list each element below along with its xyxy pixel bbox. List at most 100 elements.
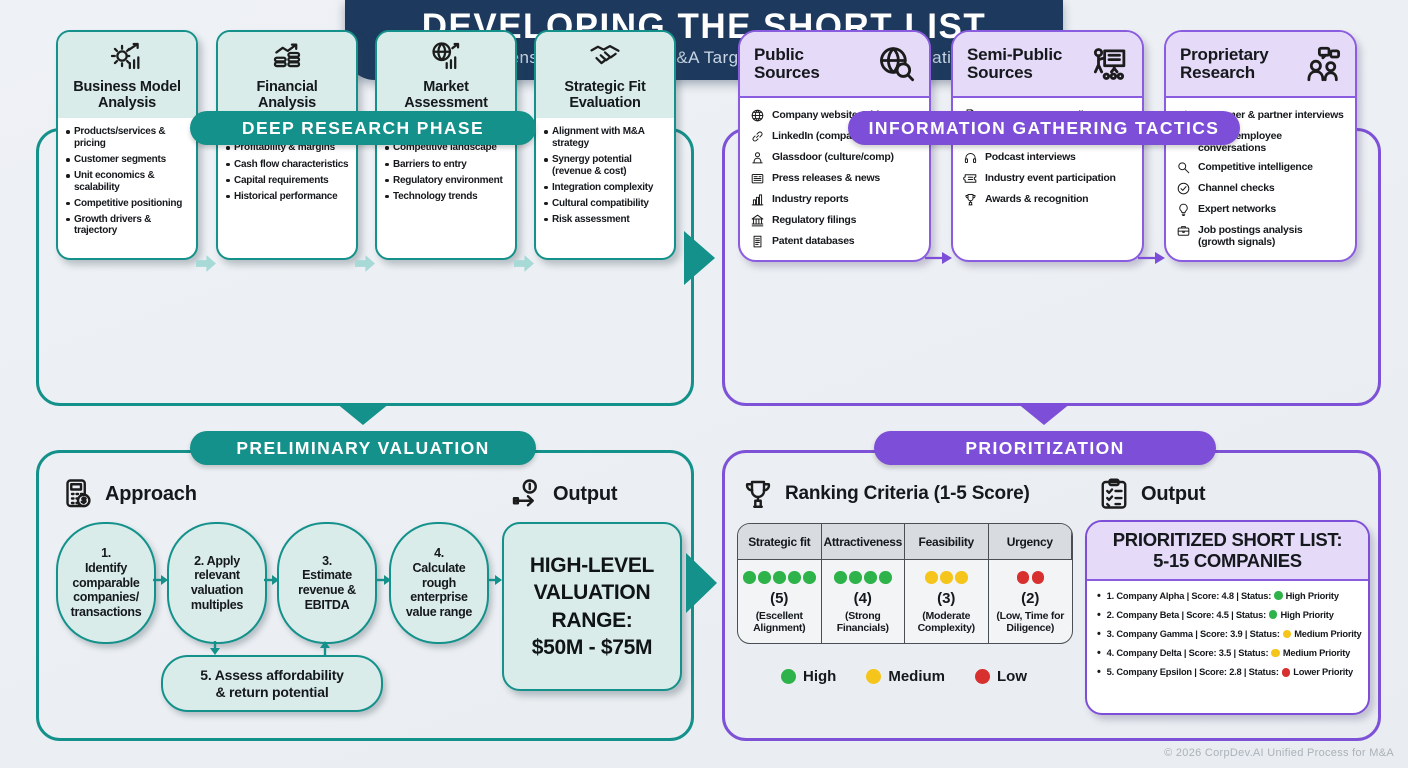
card-title: Strategic Fit Evaluation [564,79,646,111]
gear-chart-icon [109,39,145,73]
score-dot-icon [1031,571,1044,584]
analysis-point: Risk assessment [543,214,672,226]
score-note: (Escellent Alignment) [753,609,806,634]
legend-label: High [803,668,837,685]
source-item: Industry event participation [963,172,1136,186]
column-header: Urgency [988,524,1072,560]
score-dot-icon [758,571,771,584]
score-dot-icon [1016,571,1029,584]
arrow-right-icon [686,553,717,613]
source-item: Glassdoor (culture/comp) [750,151,923,165]
scroll-icon [750,234,765,249]
source-text: Expert networks [1198,203,1276,216]
column-header: Feasibility [905,524,989,560]
source-text: Industry reports [772,193,849,205]
valuation-step-5: 5. Assess affordability & return potenti… [161,655,383,712]
status-text: Lower Priority [1293,667,1354,678]
strategic-fit-card: Strategic Fit Evaluation Alignment with … [534,30,676,260]
analysis-point: Alignment with M&A strategy [543,126,672,149]
status-text: Medium Priority [1294,628,1362,639]
source-item: Expert networks [1176,203,1349,217]
score-value: (2) [1021,589,1040,607]
score-dot-icon [925,571,938,584]
ticket-icon [963,171,978,186]
status-text: High Priority [1280,609,1334,620]
status-text: High Priority [1285,590,1339,601]
status-dot-icon [1271,648,1280,658]
status-dot-icon [1282,629,1292,639]
card-header: Strategic Fit Evaluation [536,32,674,119]
status-dot-icon [1274,591,1283,600]
analysis-point: Synergy potential (revenue & cost) [543,154,672,177]
source-text: Channel checks [1198,182,1275,195]
connector-arrow-icon [1138,252,1165,264]
step-arrow-icon [264,575,279,585]
step-arrow-icon [376,575,391,585]
analysis-point: Unit economics & scalability [65,170,194,193]
market-assessment-card: Market Assessment Market size & growthCo… [375,30,517,260]
card-title: Business Model Analysis [73,79,181,111]
company-score-text: 4. Company Delta | Score: 3.5 | Status: [1106,648,1269,659]
connector-arrow-icon [925,252,952,264]
card-header: Public Sources [740,32,929,98]
door-icon [750,150,765,165]
card-title: Market Assessment [404,79,488,111]
interview-icon [1301,43,1343,85]
info-gathering-header: INFORMATION GATHERING TACTICS [848,111,1240,145]
card-header: Business Model Analysis [58,32,196,119]
score-note: (Moderate Complexity) [917,609,976,634]
money-arrow-icon [508,476,544,512]
shortlist-box: PRIORITIZED SHORT LIST: 5-15 COMPANIES 1… [1085,520,1370,715]
clipboard-icon [1096,476,1132,512]
analysis-point: Growth drivers & trajectory [65,214,194,237]
score-note: (Low, Time for Diligence) [996,609,1065,634]
analysis-point: Integration complexity [543,182,672,194]
score-dot-icon [773,571,786,584]
presentation-icon [1088,43,1130,85]
score-dot-icon [864,571,877,584]
trophy-icon [963,192,978,207]
company-score-text: 2. Company Beta | Score: 4.5 | Status: [1106,609,1267,620]
lightbulb-icon [1176,202,1191,217]
link-icon [750,129,765,144]
valuation-range-box: HIGH-LEVEL VALUATION RANGE: $50M - $75M [502,522,682,691]
source-text: Glassdoor (culture/comp) [772,151,894,163]
valuation-step-2: 2. Apply relevant valuation multiples [167,522,267,644]
score-dots [824,571,903,584]
arrow-down-icon [336,403,390,425]
legend-item: High [781,668,836,685]
legend-item: Low [975,668,1027,685]
deep-research-header: DEEP RESEARCH PHASE [190,111,536,145]
card-title: Financial Analysis [256,79,318,111]
arrow-down-icon [210,641,220,655]
source-item: Awards & recognition [963,193,1136,207]
score-cell: (4) (Strong Financials) [822,560,905,643]
score-dot-icon [879,571,892,584]
source-item: Channel checks [1176,182,1349,196]
source-item: Patent databases [750,235,923,249]
analysis-point: Competitive landscape [384,142,513,154]
card-header: Semi-Public Sources [953,32,1142,98]
card-header: Financial Analysis [218,32,356,119]
step-arrow-icon [153,575,168,585]
score-dot-icon [849,571,862,584]
source-item: Regulatory filings [750,214,923,228]
score-value: (3) [937,589,956,607]
analysis-point: Competitive positioning [65,198,194,210]
score-dots [740,571,819,584]
score-value: (4) [853,589,872,607]
score-dots [991,571,1071,584]
proprietary-research-card: Proprietary Research Customer & partner … [1164,30,1357,262]
step-arrow-icon [487,575,502,585]
coins-growth-icon [269,39,305,73]
score-dot-icon [940,571,953,584]
ranking-label: Ranking Criteria (1-5 Score) [785,483,1030,504]
source-text: Press releases & news [772,172,880,184]
source-text: Competitive intelligence [1198,161,1313,174]
arrow-up-icon [320,641,330,655]
card-header: Market Assessment [377,32,515,119]
ranking-table: Strategic fit Attractiveness Feasibility… [737,523,1073,644]
shortlist-list: 1. Company Alpha | Score: 4.8 | Status: … [1087,581,1368,690]
legend-dot-icon [781,669,796,684]
